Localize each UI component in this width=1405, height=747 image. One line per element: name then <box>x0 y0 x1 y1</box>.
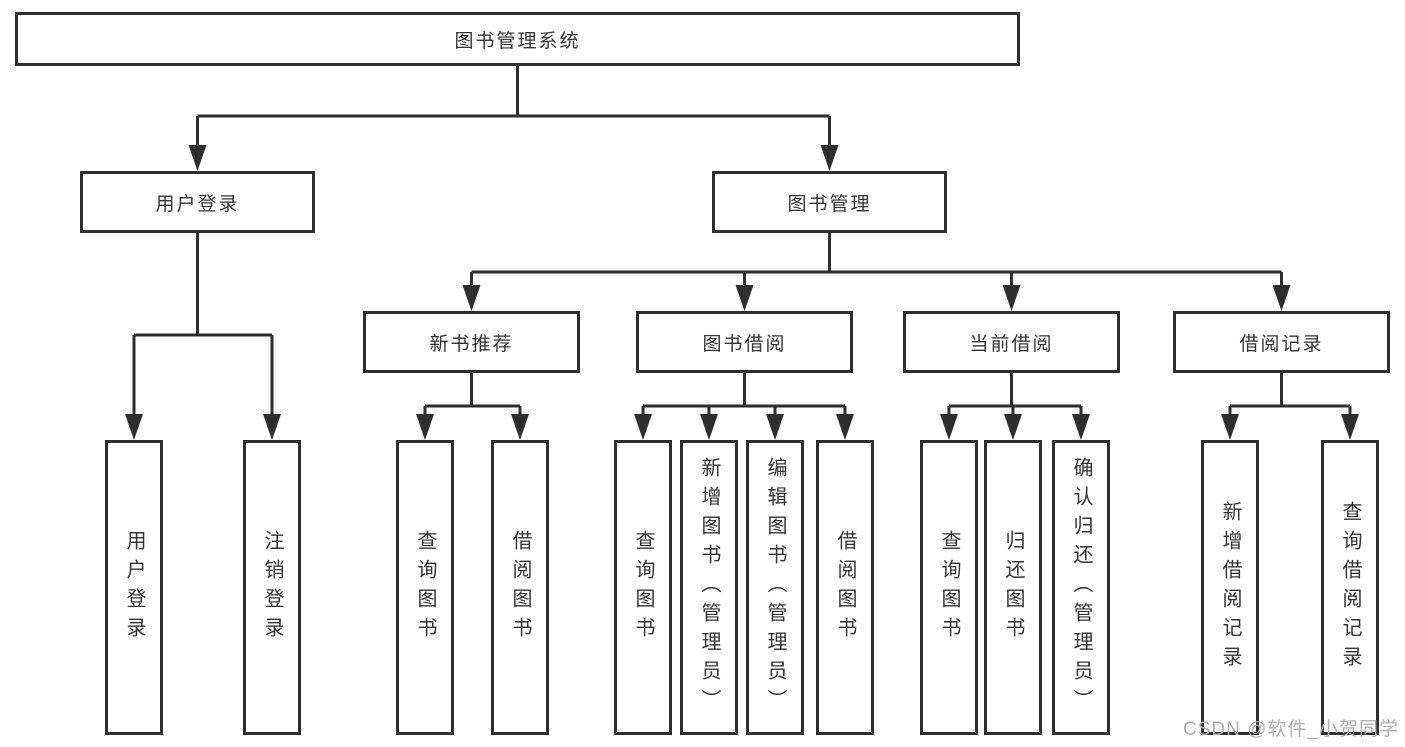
leaf-logout: 注销登录 <box>243 440 301 735</box>
node-user-login: 用户登录 <box>80 171 315 233</box>
node-label: 注销登录 <box>261 529 283 646</box>
leaf-query-books-current: 查询图书 <box>920 440 978 735</box>
leaf-user-login: 用户登录 <box>105 440 163 735</box>
node-label: 确认归还（管理员） <box>1070 457 1092 718</box>
leaf-edit-book-admin: 编辑图书（管理员） <box>746 440 804 735</box>
node-borrowing-records: 借阅记录 <box>1173 311 1390 373</box>
leaf-confirm-return-admin: 确认归还（管理员） <box>1052 440 1110 735</box>
leaf-query-borrow-record: 查询借阅记录 <box>1321 440 1379 735</box>
node-book-management: 图书管理 <box>712 171 947 233</box>
node-label: 当前借阅 <box>969 333 1054 355</box>
node-label: 借阅图书 <box>834 529 856 646</box>
watermark: CSDN @软件_小贺同学 <box>1183 719 1399 740</box>
node-label: 查询图书 <box>414 529 436 646</box>
leaf-query-books-recommend: 查询图书 <box>396 440 454 735</box>
leaf-add-book-admin: 新增图书（管理员） <box>680 440 738 735</box>
leaf-return-books: 归还图书 <box>984 440 1042 735</box>
leaf-add-borrow-record: 新增借阅记录 <box>1201 440 1259 735</box>
node-label: 用户登录 <box>123 529 145 646</box>
node-label: 查询图书 <box>632 529 654 646</box>
leaf-borrow-books-borrowing: 借阅图书 <box>816 440 874 735</box>
node-new-book-recommendation: 新书推荐 <box>363 311 580 373</box>
node-root: 图书管理系统 <box>15 12 1020 66</box>
node-label: 新增借阅记录 <box>1219 500 1241 675</box>
leaf-query-books-borrowing: 查询图书 <box>614 440 672 735</box>
node-label: 图书管理系统 <box>454 30 581 52</box>
node-label: 编辑图书（管理员） <box>764 457 786 718</box>
node-current-borrowing: 当前借阅 <box>903 311 1120 373</box>
node-label: 图书管理 <box>787 193 872 215</box>
node-label: 借阅记录 <box>1239 333 1324 355</box>
node-label: 归还图书 <box>1002 529 1024 646</box>
node-label: 新增图书（管理员） <box>698 457 720 718</box>
leaf-borrow-books-recommend: 借阅图书 <box>491 440 549 735</box>
node-label: 新书推荐 <box>429 333 514 355</box>
node-label: 查询借阅记录 <box>1339 500 1361 675</box>
node-label: 查询图书 <box>938 529 960 646</box>
node-label: 借阅图书 <box>509 529 531 646</box>
node-label: 用户登录 <box>155 193 240 215</box>
node-book-borrowing: 图书借阅 <box>636 311 853 373</box>
node-label: 图书借阅 <box>702 333 787 355</box>
